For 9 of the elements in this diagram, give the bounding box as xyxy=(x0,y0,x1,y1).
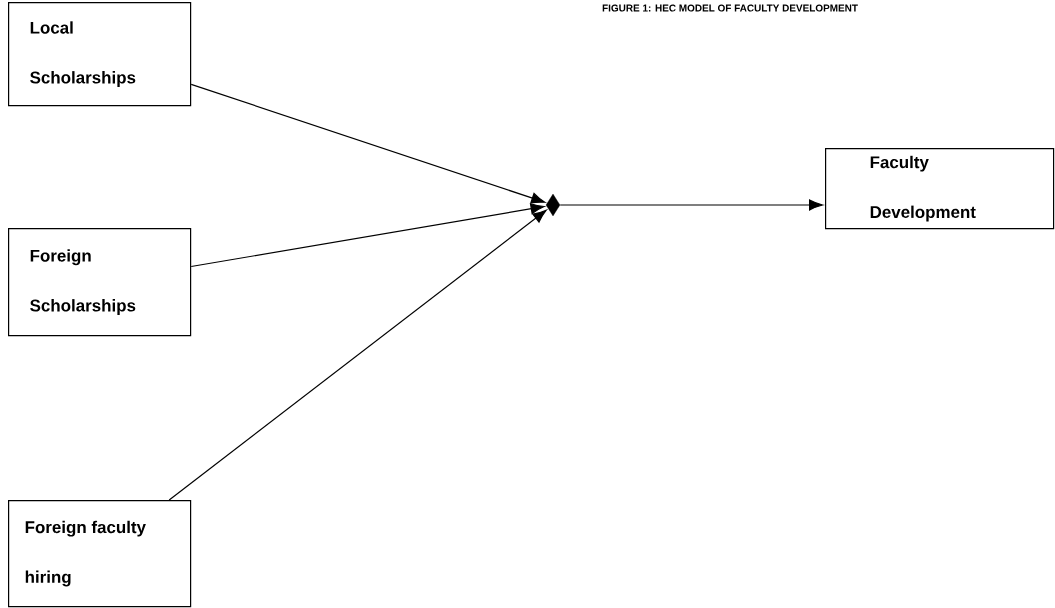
text-box: Faculty Development xyxy=(825,148,1055,230)
arrow xyxy=(559,199,824,211)
arrow xyxy=(190,83,546,204)
text-box: Local Scholarships xyxy=(8,2,192,107)
arrow xyxy=(168,209,547,501)
figure-title: FIGURE 1: HEC MODEL OF FACULTY DEVELOPMENT xyxy=(602,4,858,12)
text-box: Foreign Scholarships xyxy=(8,228,192,337)
arrow xyxy=(190,203,545,268)
text-box: Foreign faculty hiring xyxy=(8,500,192,608)
